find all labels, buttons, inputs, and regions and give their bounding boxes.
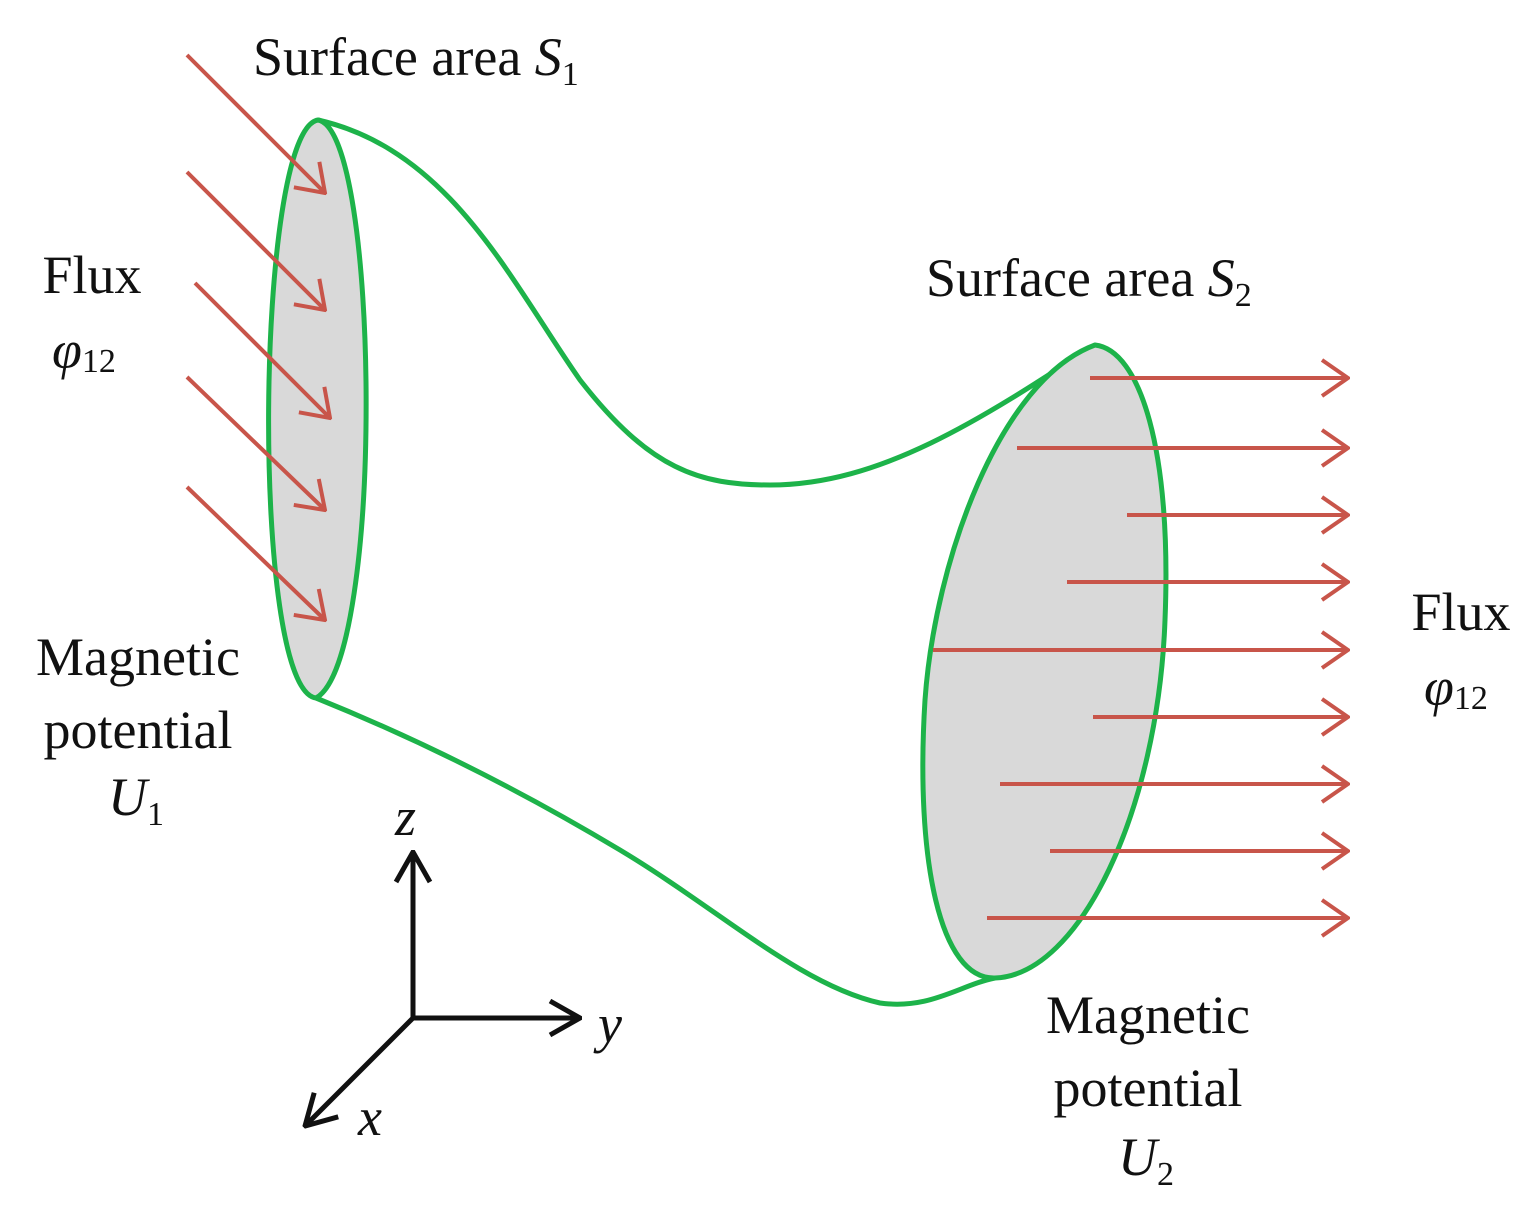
potential-u1-symbol: U1 — [108, 767, 164, 833]
flux-in-arrow-3 — [193, 281, 330, 418]
potential-u1-line2: potential — [44, 700, 233, 760]
flux-in-arrow-2 — [185, 170, 325, 310]
x-axis — [305, 1016, 415, 1126]
flux-tube-lower-edge — [315, 695, 996, 1007]
flux-in-arrow-1 — [185, 53, 325, 193]
incoming-flux-arrows — [185, 53, 330, 620]
surface-s2 — [920, 342, 1169, 981]
flux-in-arrow-4 — [185, 375, 325, 510]
potential-u2-line2: potential — [1054, 1058, 1243, 1118]
flux-in-label: Flux — [42, 245, 141, 305]
outgoing-flux-arrows — [933, 378, 1348, 918]
x-axis-label: x — [357, 1087, 382, 1147]
potential-u1-line1: Magnetic — [36, 627, 240, 687]
flux-out-symbol: φ12 — [1424, 657, 1488, 717]
y-axis-label: y — [593, 994, 622, 1054]
flux-tube-upper-edge — [317, 117, 1097, 488]
surface-s1-label: Surface area S1 — [253, 27, 579, 93]
flux-in-symbol: φ12 — [52, 320, 116, 380]
potential-u2-line1: Magnetic — [1046, 985, 1250, 1045]
coordinate-axes — [305, 852, 580, 1126]
flux-out-label: Flux — [1411, 582, 1510, 642]
flux-in-arrow-5 — [185, 485, 325, 620]
potential-u2-symbol: U2 — [1118, 1127, 1174, 1193]
surface-s2-label: Surface area S2 — [926, 248, 1252, 314]
z-axis-label: z — [394, 787, 416, 847]
